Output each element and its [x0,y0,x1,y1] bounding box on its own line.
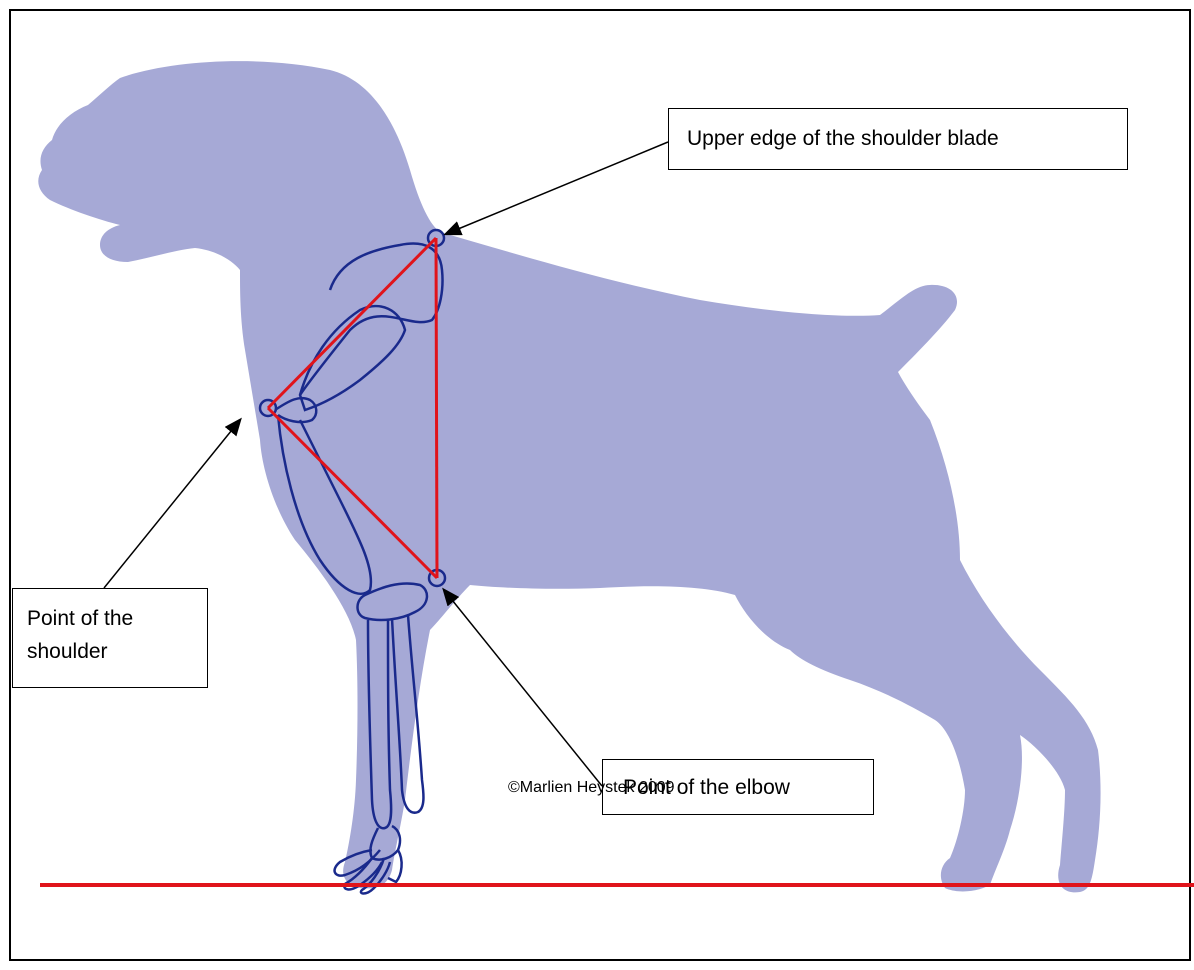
arrow-point-of-shoulder [104,420,240,588]
label-point-of-shoulder: Point of the shoulder [12,588,208,688]
label-text: Upper edge of the shoulder blade [687,127,999,150]
arrow-point-of-elbow [444,590,602,786]
copyright-notice: ©Marlien Heystek 2009 [508,779,675,797]
label-upper-edge-shoulder-blade: Upper edge of the shoulder blade [668,108,1128,170]
arrow-shoulder-blade [446,142,668,234]
label-text: Point of the shoulder [27,607,133,663]
dog-silhouette [38,61,1100,892]
